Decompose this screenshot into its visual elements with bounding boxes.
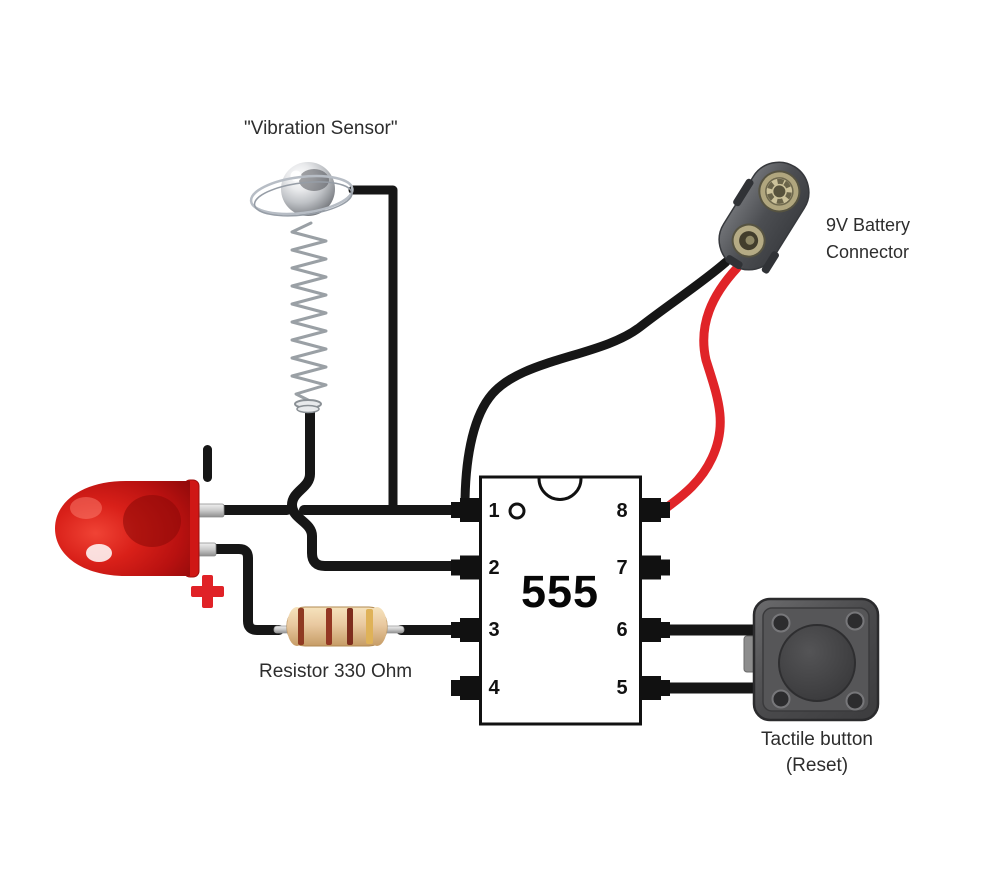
- button-rivet-bl: [771, 689, 791, 709]
- battery-connector: [718, 161, 810, 274]
- led-glint: [86, 544, 112, 562]
- connector-slot-2: [761, 251, 779, 274]
- pin-1: [451, 498, 481, 522]
- ic-pins-right: [640, 498, 670, 700]
- wire-battery-black-to-pin1: [460, 257, 731, 511]
- pin-6: [640, 618, 670, 642]
- button-rivet-br: [845, 691, 865, 711]
- wires: [208, 185, 765, 694]
- connector-snap-negative: [731, 223, 766, 258]
- pin-label-8: 8: [616, 500, 628, 522]
- ic-555: [451, 475, 670, 726]
- resistor-band-3: [347, 608, 353, 645]
- wire-battery-red-to-pin8: [660, 263, 742, 514]
- resistor: [273, 606, 405, 647]
- pin-label-2: 2: [488, 557, 500, 579]
- wire-led-pos-to-resistor: [208, 544, 284, 635]
- ic-pin1-dot: [508, 502, 526, 520]
- pin-4: [451, 676, 481, 700]
- battery-label-line1: 9V Battery: [826, 215, 911, 235]
- button-label-line1: Tactile button: [761, 729, 873, 750]
- pin-5: [640, 676, 670, 700]
- connector-slot-3: [725, 255, 743, 270]
- ic-part-number: 555: [520, 566, 600, 617]
- tactile-button-label: Tactile button (Reset): [737, 727, 897, 779]
- pin-label-4: 4: [488, 677, 500, 699]
- pin-2: [451, 555, 481, 580]
- button-plunger: [778, 624, 856, 702]
- ic-pins-left: [451, 498, 481, 700]
- pin-3: [451, 618, 481, 642]
- ic-body: [479, 475, 642, 726]
- tactile-button: [743, 597, 880, 722]
- resistor-label: Resistor 330 Ohm: [259, 661, 413, 682]
- pin-label-7: 7: [616, 557, 628, 579]
- button-rivet-tr: [845, 611, 865, 631]
- pin-7: [640, 555, 670, 580]
- led-dark-patch: [123, 495, 181, 547]
- sensor-ring-outer: [249, 174, 354, 216]
- spring-end-2: [296, 404, 320, 414]
- battery-label-line2: Connector: [826, 242, 910, 262]
- pin-8: [640, 498, 670, 522]
- wire-spring-to-pin2: [287, 401, 466, 571]
- connector-snap-positive: [758, 170, 801, 213]
- resistor-band-gold: [366, 609, 373, 644]
- ball-reflection: [299, 169, 329, 191]
- spring-coil: [290, 221, 328, 403]
- pin-label-1: 1: [488, 500, 500, 522]
- resistor-band-2: [326, 608, 332, 645]
- led-positive-marker: [191, 575, 224, 608]
- resistor-band-1: [298, 608, 304, 645]
- pin-label-5: 5: [616, 677, 628, 699]
- vibration-sensor: [249, 162, 354, 414]
- battery-connector-label: 9V Battery Connector: [826, 212, 910, 266]
- led-negative-marker: [203, 445, 212, 482]
- sensor-ring-inner: [253, 181, 353, 217]
- vibration-sensor-label: "Vibration Sensor": [244, 118, 398, 139]
- button-rivet-tl: [771, 613, 791, 633]
- ic-notch: [537, 478, 583, 501]
- led-soft-glint: [70, 497, 102, 519]
- button-label-line2: (Reset): [785, 755, 849, 776]
- led: [55, 479, 225, 578]
- pin-label-3: 3: [488, 619, 500, 641]
- wire-ball-to-pin1: [348, 185, 398, 511]
- pin-label-6: 6: [616, 619, 628, 641]
- connector-slot-1: [733, 178, 754, 207]
